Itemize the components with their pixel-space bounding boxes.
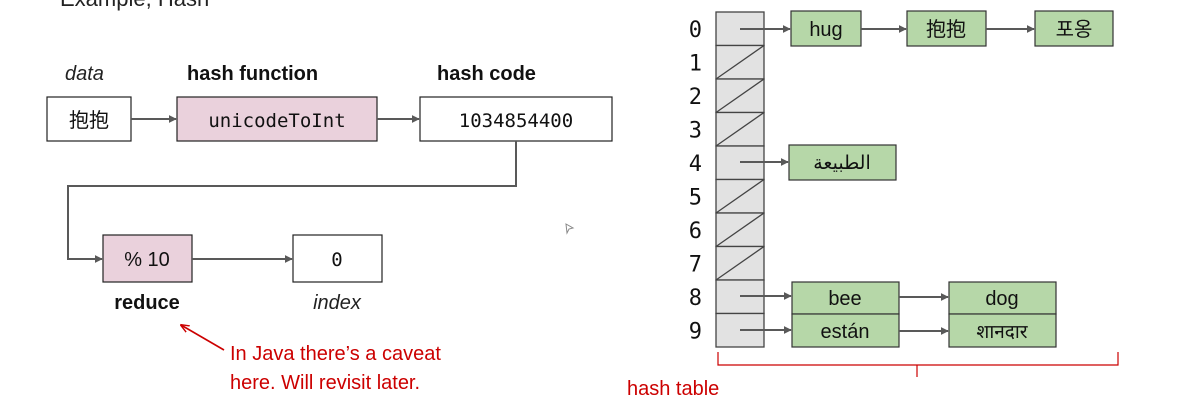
node-bee [791, 281, 900, 315]
node-bee-text: bee [828, 288, 861, 310]
caveat-line-1: In Java there’s a caveat [230, 343, 441, 365]
caveat-line-2: here. Will revisit later. [230, 372, 420, 394]
index-label-7: 7 [689, 252, 702, 277]
reduce-label: reduce [114, 292, 180, 314]
index-label: index [313, 292, 362, 314]
index-label-0: 0 [689, 18, 702, 43]
null-slash-2 [715, 78, 765, 114]
index-labels: 0 1 2 3 4 5 6 7 8 9 [689, 18, 702, 345]
data-label: data [65, 63, 104, 85]
node-arabic [788, 144, 897, 181]
node-baobao [906, 10, 987, 47]
hash-function-label: hash function [187, 63, 318, 85]
node-poong-text: 포옹 [1056, 19, 1093, 41]
hash-table-label: hash table [627, 378, 719, 400]
index-label-4: 4 [689, 152, 702, 177]
reduce-box [102, 234, 193, 283]
null-slash-7 [715, 245, 765, 281]
hash-code-value: 1034854400 [459, 110, 573, 132]
bucket-array [715, 11, 765, 348]
node-shandaar [948, 313, 1057, 348]
index-label-6: 6 [689, 219, 702, 244]
index-value: 0 [331, 249, 342, 271]
data-value: 抱抱 [69, 109, 109, 132]
node-hug-text: hug [809, 19, 842, 41]
caveat-arrow [181, 325, 225, 351]
data-box [46, 96, 132, 142]
null-slash-5 [715, 178, 765, 214]
node-dog [948, 281, 1057, 315]
hash-code-box [419, 96, 613, 142]
node-baobao-text: 抱抱 [926, 18, 966, 41]
reduce-op: % 10 [124, 249, 170, 271]
hash-table-brace [717, 352, 1119, 377]
node-dog-text: dog [985, 288, 1018, 310]
node-poong [1034, 10, 1114, 47]
null-slash-1 [715, 44, 765, 80]
index-label-2: 2 [689, 85, 702, 110]
hash-code-label: hash code [437, 63, 536, 85]
hash-function-box [176, 96, 378, 142]
node-estan-text: están [821, 321, 870, 343]
arrow-code-to-reduce [67, 141, 517, 263]
cropped-title: Example, Hash [60, 0, 209, 11]
mouse-cursor-icon [565, 223, 575, 235]
bucket-chains: hug 抱抱 포옹 الطبيعة bee dog están शानदार [740, 10, 1114, 348]
node-arabic-text: الطبيعة [813, 153, 870, 174]
index-label-3: 3 [689, 118, 702, 143]
null-slash-3 [715, 111, 765, 147]
node-hug [790, 10, 862, 47]
node-estan [791, 313, 900, 348]
index-box [292, 234, 383, 283]
hash-function-name: unicodeToInt [208, 110, 345, 132]
null-slash-6 [715, 212, 765, 248]
index-label-1: 1 [689, 51, 702, 76]
index-label-8: 8 [689, 286, 702, 311]
index-label-5: 5 [689, 185, 702, 210]
index-label-9: 9 [689, 319, 702, 344]
node-shandaar-text: शानदार [976, 322, 1028, 343]
